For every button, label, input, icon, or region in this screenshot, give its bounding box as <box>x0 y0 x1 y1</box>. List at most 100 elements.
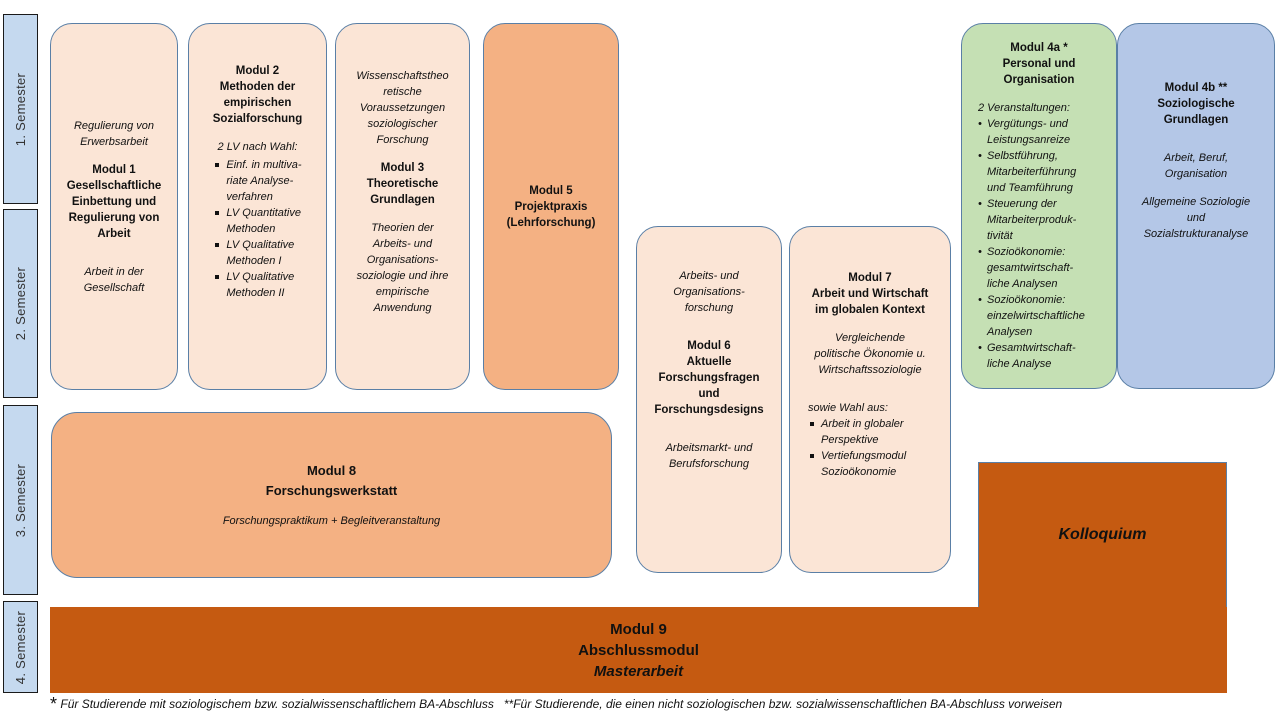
text-line: tivität <box>987 230 1013 242</box>
modul-6-bottom-text: Arbeitsmarkt- und Berufsforschung <box>666 440 753 472</box>
text-line: politische Ökonomie u. <box>814 347 926 360</box>
text-line: LV Quantitative <box>226 206 301 219</box>
modul-7-sub-text: Vergleichende politische Ökonomie u. Wir… <box>814 330 925 378</box>
text-line: Modul 5 <box>529 184 573 197</box>
text-line: und Teamführung <box>987 182 1073 194</box>
text-line: Wissenschaftstheo <box>356 69 449 82</box>
semester-label-4: 4. Semester <box>3 601 38 693</box>
text-line: Arbeit <box>97 227 131 240</box>
text-line: Leistungsanreize <box>987 134 1071 146</box>
text-line: Sozialforschung <box>212 112 303 125</box>
modul-5-box[interactable]: Modul 5 Projektpraxis (Lehrforschung) <box>483 23 619 390</box>
modul-6-box[interactable]: Arbeits- und Organisations- forschung Mo… <box>636 226 782 573</box>
modul-7-box[interactable]: Modul 7 Arbeit und Wirtschaft im globale… <box>789 226 951 573</box>
text-line: Modul 6 <box>687 339 731 352</box>
text-line: Steuerung der <box>987 198 1057 210</box>
text-line: Vertiefungsmodul <box>821 449 907 462</box>
modul-6-title: Modul 6 Aktuelle Forschungsfragen und Fo… <box>654 338 763 418</box>
text-line: Forschungsfragen <box>658 371 760 384</box>
text-line: Arbeits- und <box>679 269 739 282</box>
modul-9-box[interactable]: Modul 9 Abschlussmodul Masterarbeit <box>50 607 1227 693</box>
modul-9-title: Modul 9 Abschlussmodul <box>578 619 699 661</box>
kolloquium-box[interactable]: Kolloquium <box>978 462 1227 608</box>
semester-label-text: 2. Semester <box>13 266 29 341</box>
text-line: Wirtschaftssoziologie <box>818 363 922 376</box>
text-line: Regulierung von <box>73 119 155 132</box>
modul-4a-box[interactable]: Modul 4a * Personal und Organisation 2 V… <box>961 23 1117 389</box>
text-line: liche Analyse <box>987 358 1052 370</box>
text-line: Forschungswerkstatt <box>265 483 398 498</box>
modul-4a-courses: 2 Veranstaltungen: Vergütungs- undLeistu… <box>968 100 1085 372</box>
modul-4b-box[interactable]: Modul 4b ** Soziologische Grundlagen Arb… <box>1117 23 1275 389</box>
footnote-star: * <box>50 694 58 714</box>
text-line: Arbeit in globaler <box>821 417 904 430</box>
modul-7-choice-label: sowie Wahl aus: <box>808 401 888 414</box>
semester-label-1: 1. Semester <box>3 14 38 204</box>
text-line: Grundlagen <box>370 193 435 206</box>
modul-8-box[interactable]: Modul 8 Forschungswerkstatt Forschungspr… <box>51 412 612 578</box>
text-line: Aktuelle <box>686 355 732 368</box>
text-line: LV Qualitative <box>226 238 295 251</box>
text-line: empirischen <box>223 96 292 109</box>
modul-3-box[interactable]: Wissenschaftstheo retische Voraussetzung… <box>335 23 470 390</box>
text-line: Voraussetzungen <box>359 101 446 114</box>
text-line: Arbeit, Beruf, <box>1163 152 1229 164</box>
list-item: Einf. in multiva-riate Analyse-verfahren <box>213 157 302 205</box>
modul-1-box[interactable]: Regulierung von Erwerbsarbeit Modul 1 Ge… <box>50 23 178 390</box>
semester-label-text: 3. Semester <box>13 463 29 537</box>
modul-1-bottom-text: Arbeit in der Gesellschaft <box>84 264 145 296</box>
text-line: Selbstführung, <box>987 150 1058 162</box>
text-line: Modul 8 <box>306 463 357 478</box>
modul-1-title: Modul 1 Gesellschaftliche Einbettung und… <box>67 162 162 242</box>
text-line: Modul 4a * <box>1010 42 1068 54</box>
text-line: im globalen Kontext <box>815 303 925 316</box>
modul-2-box[interactable]: Modul 2 Methoden der empirischen Sozialf… <box>188 23 327 390</box>
text-line: riate Analyse- <box>226 174 294 187</box>
text-line: Arbeit und Wirtschaft <box>811 287 929 300</box>
text-line: Methoden I <box>226 254 282 267</box>
text-line: (Lehrforschung) <box>506 216 596 229</box>
footnote-1: Für Studierende mit soziologischem bzw. … <box>60 697 494 711</box>
list-item: Sozioökonomie:einzelwirtschaftlicheAnaly… <box>978 292 1085 340</box>
text-line: Gesellschaftliche <box>66 179 162 192</box>
modul-8-sub-text: Forschungspraktikum + Begleitveranstaltu… <box>222 515 441 527</box>
text-line: Organisation <box>1164 168 1228 180</box>
text-line: Sozioökonomie <box>821 465 897 478</box>
text-line: verfahren <box>226 190 273 203</box>
text-line: Mitarbeiterführung <box>987 166 1077 178</box>
text-line: Methoden <box>226 222 276 235</box>
modul-1-top-text: Regulierung von Erwerbsarbeit <box>74 118 154 150</box>
text-line: Analysen <box>987 326 1033 338</box>
modul-2-title: Modul 2 Methoden der empirischen Sozialf… <box>213 63 302 127</box>
text-line: Vergütungs- und <box>987 118 1068 130</box>
modul-6-top-text: Arbeits- und Organisations- forschung <box>673 268 745 316</box>
modul-4a-title: Modul 4a * Personal und Organisation <box>1003 40 1076 88</box>
modul-4a-choice-label: 2 Veranstaltungen: <box>978 102 1070 114</box>
text-line: Berufsforschung <box>668 457 750 470</box>
text-line: Regulierung von <box>68 211 160 224</box>
text-line: Forschung <box>376 133 429 146</box>
kolloquium-label: Kolloquium <box>1058 526 1147 543</box>
modul-8-title: Modul 8 Forschungswerkstatt <box>266 461 397 501</box>
text-line: Modul 4b ** <box>1164 82 1228 94</box>
text-line: Organisations- <box>673 285 745 298</box>
text-line: retische <box>383 85 422 98</box>
text-line: Vergleichende <box>835 331 905 344</box>
footnote-2: **Für Studierende, die einen nicht sozio… <box>503 697 1063 711</box>
text-line: Projektpraxis <box>514 200 588 213</box>
text-line: liche Analysen <box>987 278 1058 290</box>
text-line: Organisations- <box>366 253 439 266</box>
text-line: und <box>1186 212 1206 224</box>
modul-7-title: Modul 7 Arbeit und Wirtschaft im globale… <box>812 270 929 318</box>
modul-4b-text-1: Arbeit, Beruf, Organisation <box>1164 150 1228 182</box>
text-line: Gesellschaft <box>83 281 145 294</box>
text-line: Modul 9 <box>610 620 667 638</box>
text-line: Sozioökonomie: <box>987 246 1066 258</box>
